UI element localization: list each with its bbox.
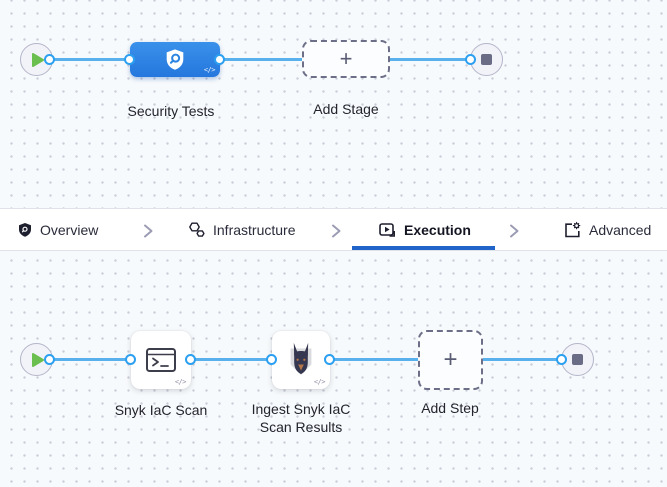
connector-dot	[465, 54, 476, 65]
step-label: Snyk IaC Scan	[114, 402, 208, 418]
tab-label: Infrastructure	[213, 221, 296, 238]
snyk-dog-icon	[290, 342, 312, 375]
stage-label: Security Tests	[127, 103, 215, 119]
play-box-icon	[379, 222, 395, 237]
step-label: Ingest Snyk IaC Scan Results	[236, 400, 366, 436]
tab-execution[interactable]: Execution	[378, 209, 471, 250]
hexagons-icon	[189, 222, 205, 237]
tab-overview[interactable]: Overview	[18, 209, 98, 250]
add-step-button[interactable]: +	[418, 330, 483, 390]
step-label-line1: Ingest Snyk IaC	[251, 401, 351, 417]
step-node-ingest-snyk[interactable]: </>	[272, 331, 330, 389]
add-step-label: Add Step	[421, 400, 479, 416]
tab-label: Execution	[404, 221, 471, 238]
play-icon	[32, 52, 44, 67]
active-tab-underline	[352, 246, 495, 250]
add-stage-button[interactable]: +	[302, 40, 390, 78]
stop-icon	[481, 54, 492, 65]
code-badge-icon: </>	[174, 378, 187, 386]
connector-dot	[214, 54, 225, 65]
chevron-right-icon	[144, 224, 153, 238]
connector-dot	[44, 354, 55, 365]
stage-end-node	[470, 43, 503, 76]
stage-edge-line	[40, 58, 471, 61]
stop-icon	[572, 354, 583, 365]
shield-icon	[19, 222, 31, 237]
code-badge-icon: </>	[313, 378, 326, 386]
connector-dot	[125, 354, 136, 365]
add-stage-label: Add Stage	[313, 101, 379, 117]
connector-dot	[556, 354, 567, 365]
tab-advanced[interactable]: Advanced	[563, 209, 651, 250]
tab-label: Advanced	[589, 221, 652, 238]
gear-box-icon	[565, 221, 581, 237]
plus-icon: +	[443, 346, 458, 373]
terminal-icon	[146, 347, 176, 372]
step-label-line2: Scan Results	[259, 419, 343, 435]
chevron-right-icon	[510, 224, 519, 238]
shield-scan-icon	[166, 48, 184, 70]
tab-infrastructure[interactable]: Infrastructure	[188, 209, 295, 250]
plus-icon: +	[339, 46, 353, 71]
connector-dot	[185, 354, 196, 365]
stage-node-security-tests[interactable]: </>	[130, 42, 220, 77]
step-node-snyk-iac-scan[interactable]: </>	[131, 331, 191, 389]
play-icon	[32, 352, 44, 367]
tab-label: Overview	[40, 221, 99, 238]
connector-dot	[44, 54, 55, 65]
code-badge-icon: </>	[203, 66, 216, 74]
stage-config-tabbar: Overview Infrastructure Execution	[0, 208, 667, 251]
connector-dot	[266, 354, 277, 365]
chevron-right-icon	[332, 224, 341, 238]
connector-dot	[324, 354, 335, 365]
connector-dot	[124, 54, 135, 65]
